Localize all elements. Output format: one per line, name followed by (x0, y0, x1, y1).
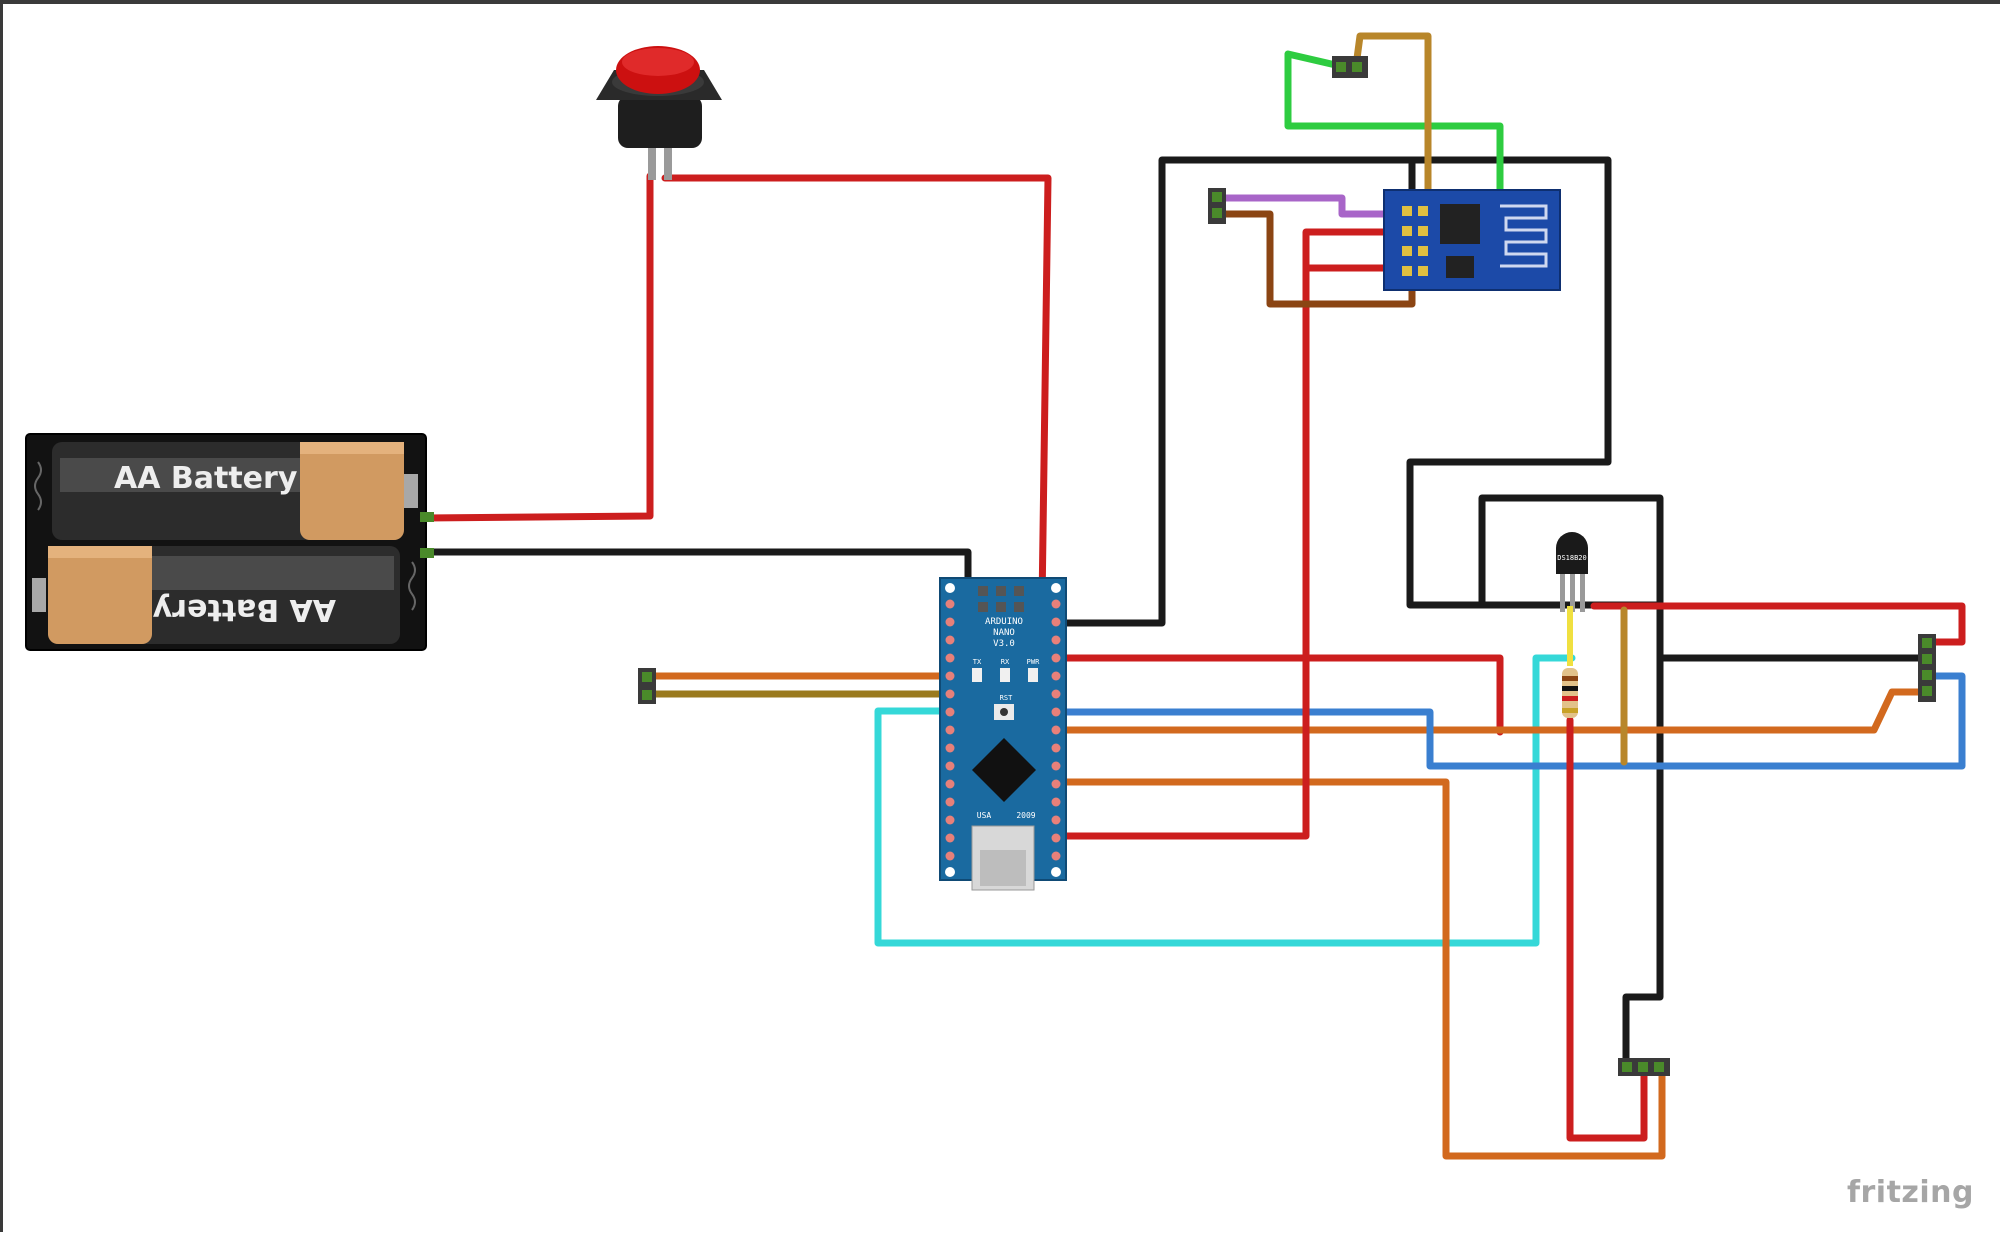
wires (425, 36, 1962, 1156)
fritzing-logo: fritzing (1847, 1175, 1974, 1210)
led-tx-label: TX (973, 658, 982, 666)
header-right[interactable] (1918, 634, 1936, 702)
battery-top-label: AA Battery (114, 461, 298, 496)
wire-blue[interactable] (1060, 676, 1962, 766)
temperature-sensor[interactable]: DS18B20 (1556, 532, 1588, 612)
year-label: 2009 (1016, 811, 1035, 820)
header-bottom[interactable] (1618, 1058, 1670, 1076)
wire-battery-to-gnd[interactable] (425, 552, 968, 604)
resistor[interactable] (1562, 606, 1578, 718)
sensor-label: DS18B20 (1557, 554, 1587, 562)
wire-5v-right[interactable] (1060, 658, 1500, 732)
arduino-model: NANO (993, 628, 1015, 638)
header-esp-left[interactable] (1208, 188, 1226, 224)
wire-button-to-vin[interactable] (665, 178, 1048, 604)
led-pwr-label: PWR (1027, 658, 1040, 666)
wire-esp-brown[interactable] (1218, 214, 1412, 304)
wire-sensor-vcc[interactable] (1594, 606, 1962, 642)
reset-label: RST (1000, 694, 1013, 702)
header-left[interactable] (638, 668, 656, 704)
country-label: USA (977, 811, 992, 820)
battery-holder[interactable]: AA Battery AA Battery (26, 434, 434, 650)
led-rx-label: RX (1001, 658, 1010, 666)
wire-esp-vcc[interactable] (1060, 232, 1412, 836)
battery-bottom-label: AA Battery (152, 592, 336, 627)
arduino-version: V3.0 (993, 639, 1015, 649)
arduino-nano[interactable]: ARDUINO NANO V3.0 TX RX PWR RST USA 2009 (940, 578, 1066, 890)
arduino-name: ARDUINO (985, 617, 1023, 627)
wire-battery-to-button[interactable] (425, 176, 650, 518)
wire-sensor-gnd[interactable] (1482, 498, 1920, 658)
header-top[interactable] (1332, 56, 1368, 78)
push-button[interactable] (596, 46, 722, 180)
esp01-module[interactable] (1384, 190, 1560, 290)
